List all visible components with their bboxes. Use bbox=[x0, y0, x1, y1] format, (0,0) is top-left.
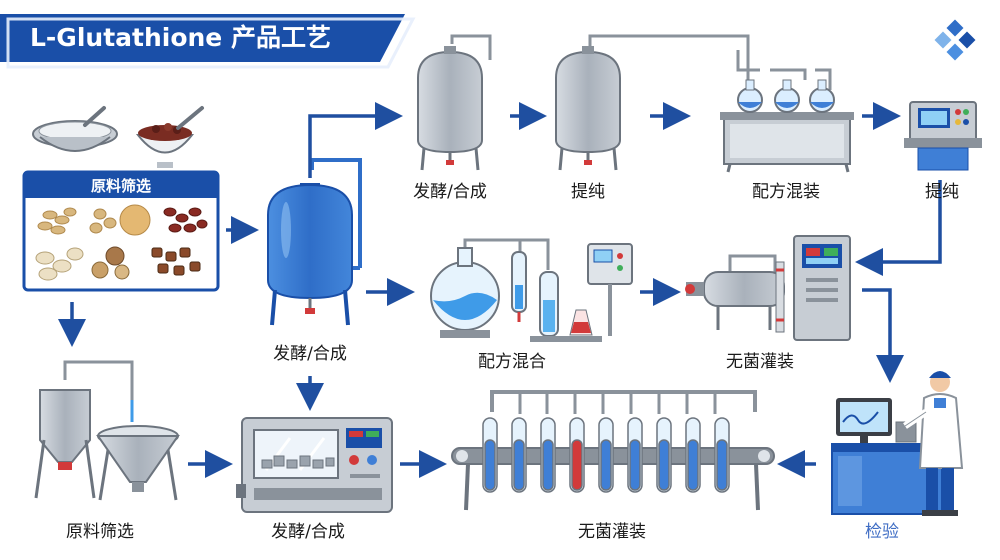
label-top-ferment: 发酵/合成 bbox=[413, 182, 487, 202]
title-banner bbox=[0, 14, 416, 69]
brand-logo-icon bbox=[934, 19, 976, 61]
label-bottom-fill: 无菌灌装 bbox=[578, 522, 646, 542]
control-panel-icon bbox=[587, 243, 633, 336]
test-tube-rack-icon bbox=[451, 390, 775, 511]
raw-panel-header: 原料筛选 bbox=[90, 177, 151, 195]
steel-tank-icon bbox=[417, 34, 492, 171]
mortar-bowl-icon bbox=[135, 106, 204, 168]
heat-exchanger-icon bbox=[685, 254, 785, 333]
label-top-purify: 提纯 bbox=[571, 182, 605, 202]
flask-set-icon bbox=[430, 238, 602, 342]
drying-oven-icon bbox=[236, 417, 393, 513]
label-top-formulate: 配方混装 bbox=[752, 182, 820, 202]
page-title: L-Glutathione 产品工艺 bbox=[30, 23, 331, 52]
raw-materials-panel bbox=[22, 170, 220, 292]
blue-reactor-icon bbox=[267, 158, 362, 326]
steel-tank-icon bbox=[555, 34, 750, 171]
label-mid-fill: 无菌灌装 bbox=[726, 352, 794, 372]
test-tubes bbox=[482, 417, 730, 493]
label-bottom-ferment: 发酵/合成 bbox=[271, 522, 345, 542]
sieve-icon bbox=[32, 106, 118, 152]
label-bottom-raw: 原料筛选 bbox=[66, 522, 134, 542]
flow-arrows bbox=[58, 102, 942, 478]
lab-technician-icon bbox=[831, 371, 964, 516]
control-panel-icon bbox=[904, 101, 982, 171]
hopper-icon bbox=[34, 360, 180, 501]
control-panel-icon bbox=[793, 235, 851, 341]
label-mid-mix: 配方混合 bbox=[478, 352, 546, 372]
label-bottom-qc: 检验 bbox=[865, 522, 899, 542]
flask-set-icon bbox=[720, 50, 854, 173]
label-top-purify-2: 提纯 bbox=[925, 182, 959, 202]
label-mid-ferment: 发酵/合成 bbox=[273, 344, 347, 364]
